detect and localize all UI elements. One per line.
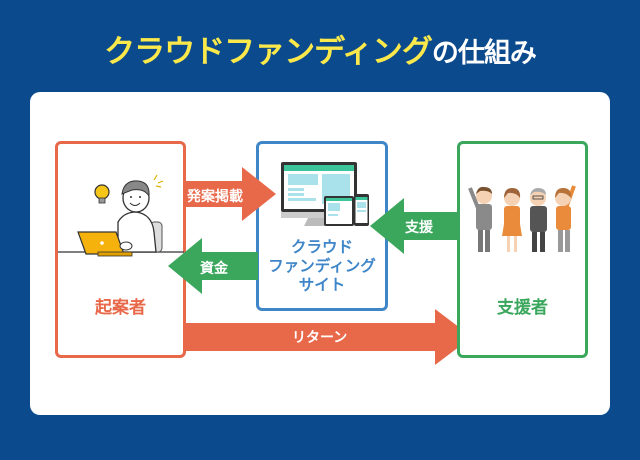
site-label: クラウド ファンディング サイト [256, 238, 388, 295]
post-project-label: 発案掲載 [187, 189, 243, 205]
person-with-laptop-icon [58, 172, 184, 266]
supporters-group-icon [466, 180, 582, 260]
backer-label: 支援者 [497, 298, 548, 318]
site-label-line-3: サイト [298, 276, 346, 294]
funds-label: 資金 [200, 261, 228, 277]
return-arrow [180, 309, 472, 365]
devices-icon [278, 160, 372, 234]
funds-arrow [168, 238, 258, 294]
support-arrow [370, 198, 460, 254]
support-label: 支援 [405, 220, 433, 236]
page-title: クラウドファンディングの仕組み [0, 26, 640, 71]
founder-label: 起案者 [95, 298, 146, 318]
return-label: リターン [292, 330, 348, 346]
post-project-arrow [184, 167, 276, 221]
site-label-line-2: ファンディング [268, 257, 376, 275]
title-suffix: の仕組み [431, 38, 537, 69]
title-highlight: クラウドファンディング [104, 34, 433, 70]
site-label-line-1: クラウド [290, 238, 353, 256]
